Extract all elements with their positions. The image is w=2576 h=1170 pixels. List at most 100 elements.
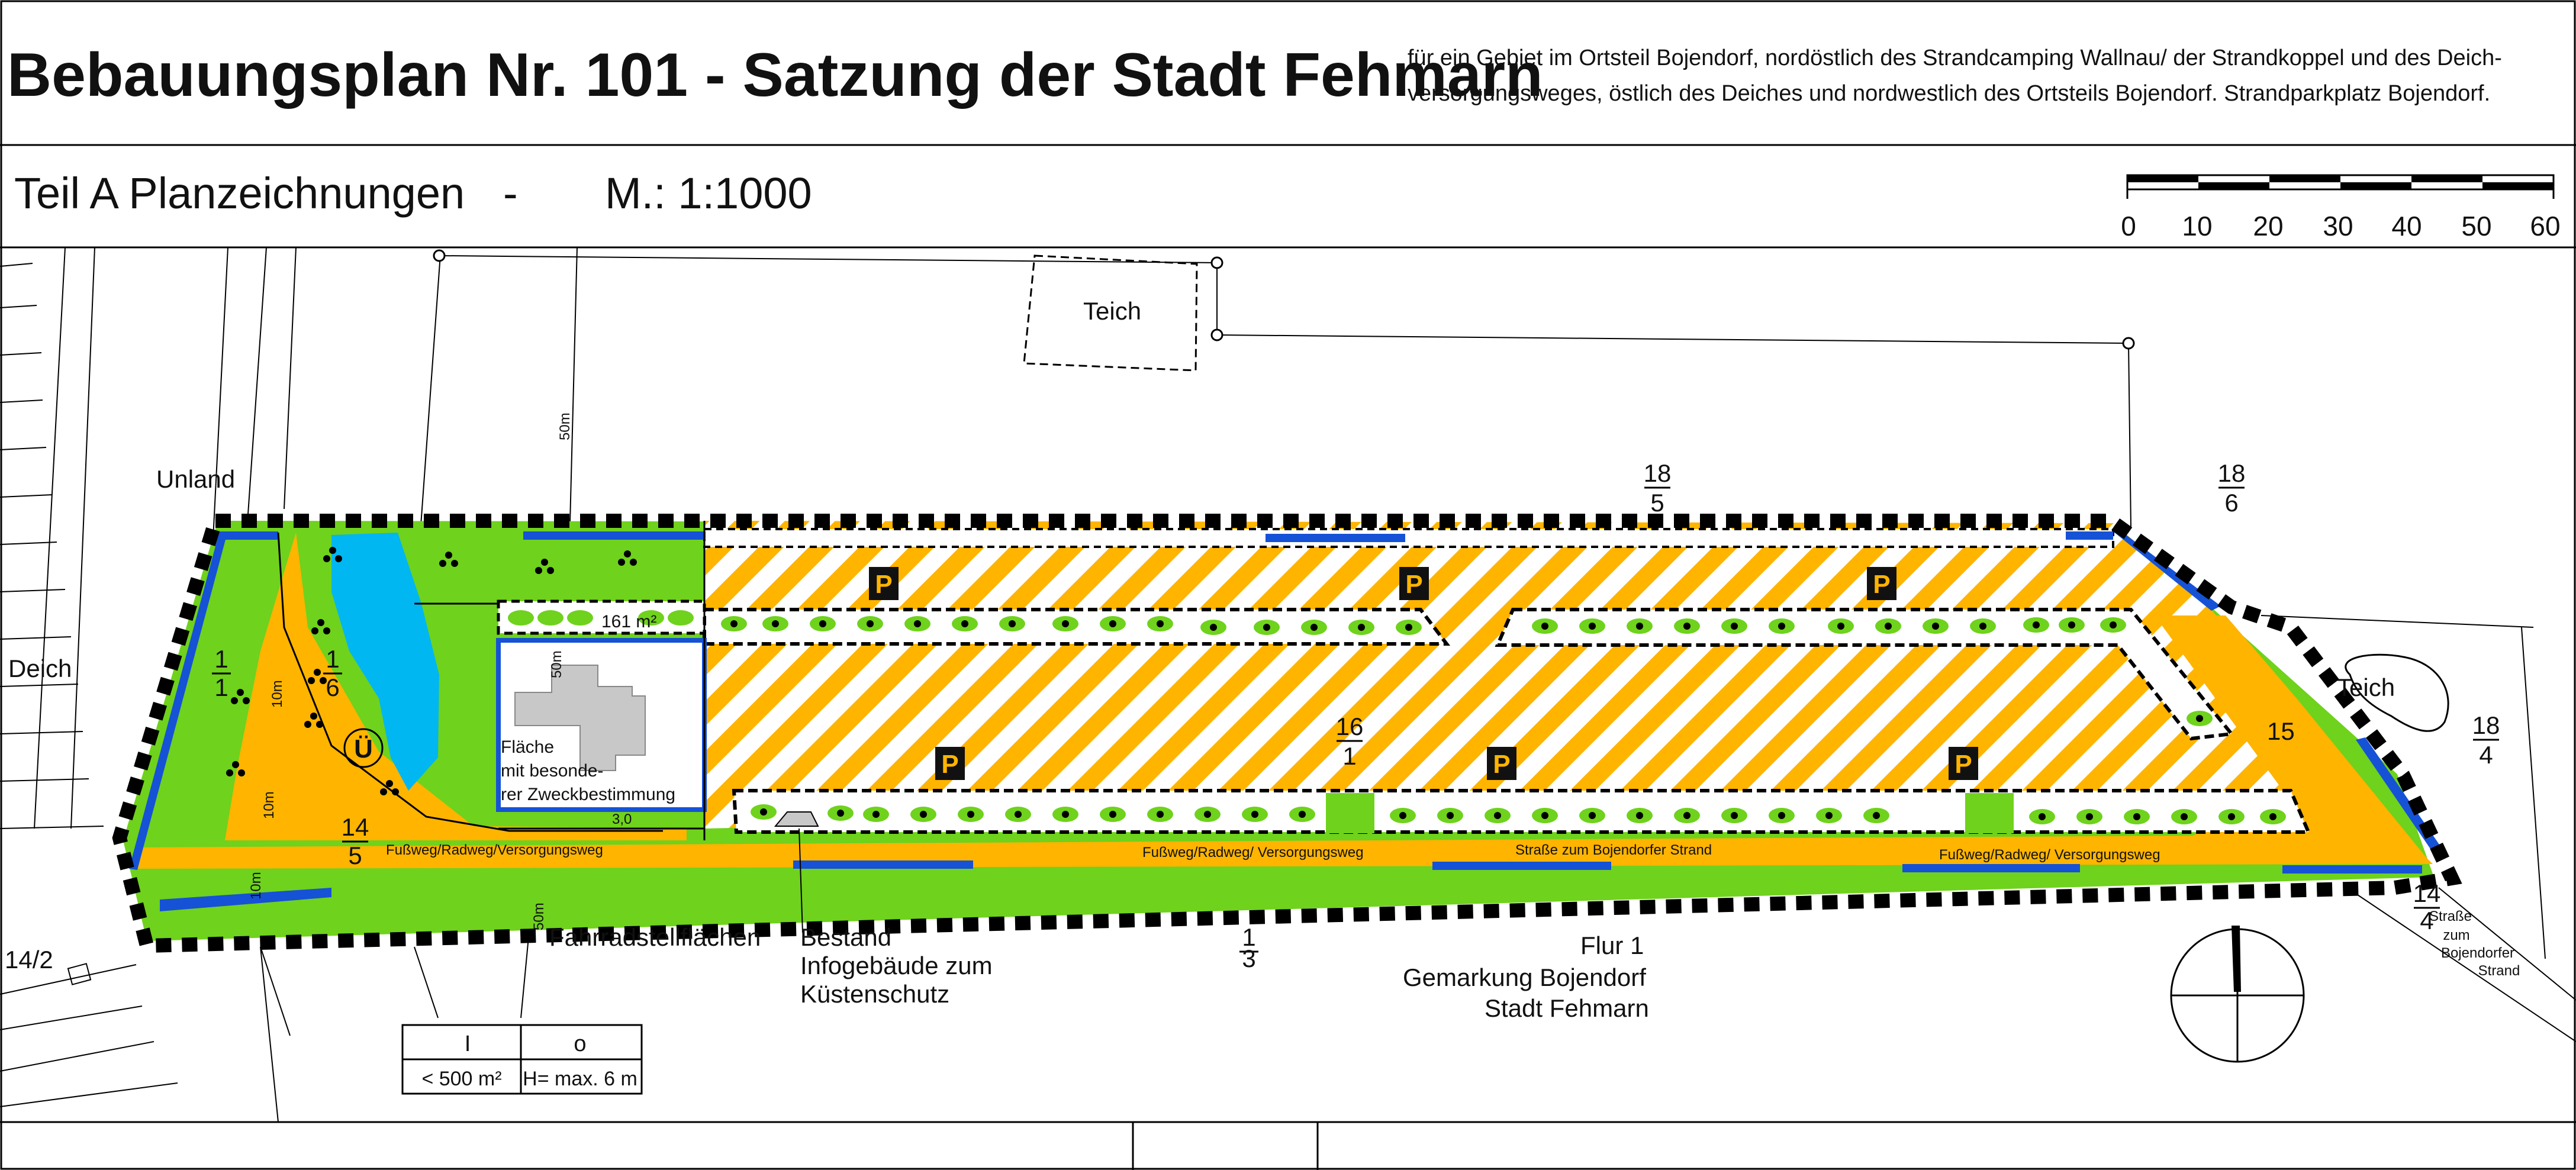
info-building-label-line1: Bestand — [800, 923, 891, 951]
parking-sign-letter: P — [1873, 570, 1890, 599]
ue-circle — [343, 728, 384, 768]
parking-sign-letter: P — [1954, 750, 1972, 779]
cadastral-points — [433, 249, 2135, 350]
parcel-numerator: 18 — [2218, 459, 2246, 487]
planting-strip-south — [732, 789, 2311, 834]
parking-sign-letter: P — [875, 570, 892, 599]
parcel-14-2-label: 14/2 — [5, 946, 53, 974]
planting-strip-north-east — [1495, 608, 2235, 741]
scale-tick: 10 — [2182, 211, 2212, 241]
special-area-label-line3: rer Zweckbestimmung — [501, 785, 675, 804]
parcel-denominator: 5 — [348, 842, 362, 869]
road-to-beach-line — [2355, 893, 2576, 1042]
tree-clusters — [226, 547, 637, 795]
parcel-denominator: 4 — [2420, 907, 2433, 934]
boundary-marker — [67, 963, 92, 985]
parcel-denominator: 5 — [1650, 489, 1664, 517]
ue-symbol: Ü — [354, 734, 373, 763]
info-building-leader — [798, 828, 803, 933]
cadastral-lines-north — [439, 255, 2546, 959]
parcel-numerator: 18 — [2472, 711, 2500, 739]
scale-label: M.: 1:1000 — [605, 169, 812, 218]
orange-west-zone — [225, 533, 687, 840]
road-strip — [130, 834, 2433, 869]
parcel-numerator: 1 — [326, 645, 339, 673]
stadt-label: Stadt Fehmarn — [1485, 994, 1649, 1022]
dimension-10m: 10m — [261, 791, 277, 819]
area-161-label: 161 m² — [601, 612, 656, 631]
special-area-label-line1: Fläche — [501, 737, 554, 757]
dimension-10m: 10m — [269, 680, 285, 708]
parcel-numerator: 1 — [214, 645, 228, 673]
part-dash: - — [503, 169, 518, 218]
pond-north — [1023, 254, 1198, 372]
green-square — [1965, 793, 2014, 833]
parcel-numerator: 14 — [342, 813, 369, 841]
planting-strip-top — [703, 528, 2114, 548]
parcel-numerator: 14 — [2413, 879, 2441, 907]
dimension-50m: 50m — [557, 412, 573, 440]
gemarkung-label: Gemarkung Bojendorf — [1403, 963, 1646, 991]
scale-tick: 50 — [2461, 211, 2491, 241]
parcel-denominator: 4 — [2479, 741, 2493, 769]
water-body — [331, 533, 439, 791]
plan-title: Bebauungsplan Nr. 101 - Satzung der Stad… — [7, 41, 1543, 109]
pond-east — [2345, 653, 2449, 732]
dimension-10m: 10m — [248, 872, 264, 900]
north-arrow — [2170, 926, 2305, 1063]
parcel-denominator: 6 — [326, 673, 339, 701]
parking-sign — [1867, 567, 1896, 600]
special-area-label-line2: mit besonde- — [501, 761, 603, 781]
parcel-numerator: 18 — [1644, 459, 1672, 487]
parking-sign — [869, 567, 899, 600]
flur-label: Flur 1 — [1580, 932, 1644, 959]
trees-north-east-strip — [1532, 617, 2213, 726]
pond-north-label: Teich — [1083, 297, 1141, 325]
info-building-label-line3: Küstenschutz — [800, 980, 949, 1008]
plan-description-line1: für ein Gebiet im Ortsteil Bojendorf, no… — [1408, 46, 2502, 70]
scale-tick: 30 — [2323, 211, 2353, 241]
place-label-unland: Unland — [156, 465, 235, 493]
parking-signs — [869, 567, 1978, 780]
parcel-numbers: 18 5 18 6 18 4 16 1 14 5 1 1 1 6 1 3 14 … — [212, 459, 2500, 972]
parking-sign — [1487, 747, 1516, 780]
parcel-numerator: 16 — [1336, 713, 1364, 740]
info-building-label-line2: Infogebäude zum — [800, 952, 993, 979]
road-label-line4: Strand — [2478, 963, 2520, 979]
usage-legend-box — [401, 1024, 643, 1095]
legend-col1-value: < 500 m² — [421, 1068, 501, 1090]
bicycle-parking-label: Fahrradstellflächen — [549, 923, 761, 951]
orange-east-zone — [2131, 615, 2427, 864]
legend-col1-header: I — [465, 1032, 471, 1056]
path-label: Fußweg/Radweg/ Versorgungsweg — [1939, 847, 2160, 863]
parking-sign-letter: P — [1405, 570, 1422, 599]
trees-north-strip — [721, 616, 1422, 635]
existing-building — [514, 665, 646, 771]
part-label: Teil A Planzeichnungen — [14, 169, 465, 218]
parcel-15-label: 15 — [2267, 717, 2295, 745]
road-label-line2: zum — [2443, 927, 2469, 943]
parking-sign — [935, 747, 965, 780]
scale-bar-ticks: 0 10 20 30 40 50 60 — [2121, 211, 2560, 241]
parcel-denominator: 1 — [214, 673, 228, 701]
pond-east-label: Teich — [2337, 673, 2395, 701]
parking-sign-letter: P — [1493, 750, 1510, 779]
path-label: Straße zum Bojendorfer Strand — [1515, 842, 1712, 858]
parking-sign-letter: P — [941, 750, 958, 779]
parking-sign — [1399, 567, 1429, 600]
parcel-denominator: 3 — [1242, 945, 1255, 972]
dimension-3m: 3,0 — [612, 811, 632, 827]
scale-bar — [2126, 174, 2555, 199]
plan-description-line2: versorgungsweges, östlich des Deiches un… — [1408, 81, 2490, 106]
path-label: Fußweg/Radweg/Versorgungsweg — [386, 842, 603, 858]
parcel-denominator: 1 — [1342, 742, 1356, 770]
legend-col2-header: o — [574, 1032, 586, 1056]
dimension-50m: 50m — [549, 650, 565, 678]
parcel-numerator: 1 — [1242, 923, 1255, 951]
internal-lines — [277, 521, 706, 840]
road-to-beach-line — [2438, 887, 2576, 1001]
parcel-denominator: 6 — [2224, 489, 2238, 517]
road-label-line1: Straße — [2429, 908, 2472, 924]
